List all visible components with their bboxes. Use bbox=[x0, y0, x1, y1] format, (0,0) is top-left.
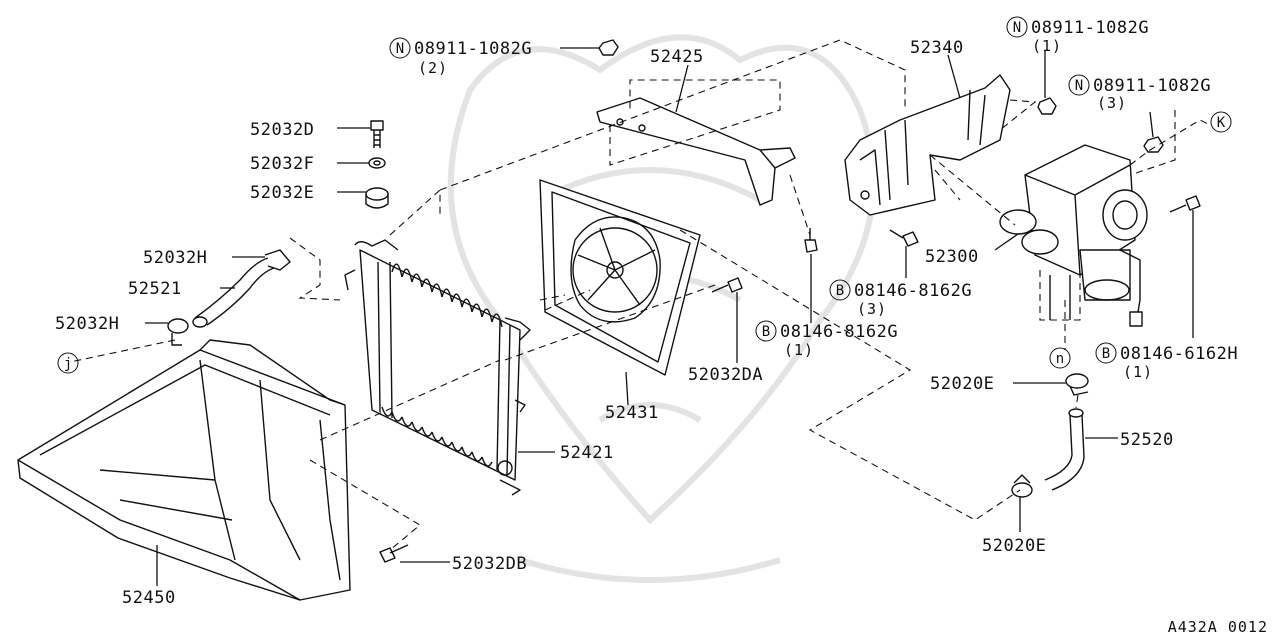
condenser-fin bbox=[401, 416, 413, 427]
ref-k: K bbox=[1210, 111, 1232, 133]
condenser-fin bbox=[441, 436, 453, 447]
condenser-fin bbox=[471, 451, 483, 462]
label-52340: 52340 bbox=[910, 38, 964, 58]
condenser-fin bbox=[431, 431, 443, 442]
hose-52521 bbox=[192, 257, 275, 328]
clamp-52032H-bottom bbox=[167, 318, 189, 346]
nut-top-right bbox=[1037, 97, 1057, 115]
condenser-fin bbox=[481, 456, 493, 467]
condenser-fin bbox=[381, 406, 393, 417]
bolt-1-number: 08146-8162G bbox=[854, 281, 972, 301]
condenser-fin bbox=[431, 283, 443, 298]
relay-block-52300 bbox=[999, 144, 1148, 327]
callout-bolt-2: B 08146-8162G (1) bbox=[755, 320, 898, 359]
nut-1-qty: (2) bbox=[418, 59, 448, 77]
label-52032H-top: 52032H bbox=[143, 248, 207, 268]
condenser-fin bbox=[491, 313, 503, 328]
label-52521: 52521 bbox=[128, 279, 182, 299]
label-52032F: 52032F bbox=[250, 154, 314, 174]
label-52032D: 52032D bbox=[250, 120, 314, 140]
ref-j: j bbox=[57, 352, 79, 374]
callout-nut-1: N 08911-1082G (2) bbox=[389, 37, 532, 77]
condenser-fin bbox=[421, 278, 433, 293]
bolt-3-qty: (1) bbox=[1123, 363, 1153, 381]
callout-nut-2: N 08911-1082G (1) bbox=[1006, 16, 1149, 55]
clamp-52032H-top bbox=[264, 249, 291, 271]
condenser-fin bbox=[391, 411, 403, 422]
label-52520: 52520 bbox=[1120, 430, 1174, 450]
clamp-52020E-bottom bbox=[1011, 474, 1033, 498]
bracket-52340 bbox=[844, 74, 1011, 216]
bolt-52032DA bbox=[711, 277, 743, 293]
bolt-52032D bbox=[370, 120, 384, 148]
bolt-08146-6162H bbox=[1169, 195, 1201, 213]
assembly-dashed-lines bbox=[69, 39, 1211, 551]
bolt-1-prefix: B bbox=[836, 283, 844, 299]
condenser-fin bbox=[411, 421, 423, 432]
bolt-08146-8162G-3 bbox=[889, 229, 919, 247]
nut-3-number: 08911-1082G bbox=[1093, 76, 1211, 96]
label-52020E-bottom: 52020E bbox=[982, 536, 1046, 556]
washer-52032F bbox=[368, 157, 386, 169]
label-52032DB: 52032DB bbox=[452, 554, 527, 574]
ref-k-label: K bbox=[1217, 115, 1226, 131]
bolt-2-number: 08146-8162G bbox=[780, 322, 898, 342]
condenser-52421 bbox=[344, 239, 531, 496]
condenser-fin bbox=[461, 446, 473, 457]
condenser-fin bbox=[451, 293, 463, 308]
condenser-fin bbox=[421, 426, 433, 437]
nut-2-qty: (1) bbox=[1032, 37, 1062, 55]
condenser-fin bbox=[441, 288, 453, 303]
nut-1-number: 08911-1082G bbox=[414, 39, 532, 59]
diagram-code: A432A 0012 bbox=[1168, 618, 1268, 636]
condenser-fin bbox=[391, 263, 403, 278]
nut-1-prefix: N bbox=[396, 41, 404, 57]
condenser-fin bbox=[461, 298, 473, 313]
bracket-52425 bbox=[596, 97, 796, 206]
clamp-52020E-top bbox=[1065, 373, 1089, 396]
condenser-fin bbox=[401, 268, 413, 283]
nut-2-number: 08911-1082G bbox=[1031, 18, 1149, 38]
bolt-52032DB bbox=[379, 544, 409, 563]
bolt-08146-8162G-1 bbox=[804, 228, 818, 253]
label-52032DA: 52032DA bbox=[688, 365, 763, 385]
condenser-fin bbox=[411, 273, 423, 288]
bolt-2-prefix: B bbox=[762, 324, 770, 340]
bolt-1-qty: (3) bbox=[857, 300, 887, 318]
label-52300: 52300 bbox=[925, 247, 979, 267]
callout-bolt-1: B 08146-8162G (3) bbox=[829, 279, 972, 318]
fan-assembly-52431 bbox=[539, 179, 701, 376]
label-52020E-top: 52020E bbox=[930, 374, 994, 394]
condenser-fin bbox=[471, 303, 483, 318]
ref-n: n bbox=[1049, 347, 1071, 369]
ref-j-label: j bbox=[64, 356, 72, 372]
condenser-fin bbox=[481, 308, 493, 323]
condenser-fin bbox=[451, 441, 463, 452]
bolt-3-prefix: B bbox=[1102, 346, 1110, 362]
label-52032H-bottom: 52032H bbox=[55, 314, 119, 334]
bolt-3-number: 08146-6162H bbox=[1120, 344, 1238, 364]
air-duct-52450 bbox=[17, 339, 351, 601]
label-52431: 52431 bbox=[605, 403, 659, 423]
callout-nut-3: N 08911-1082G (3) bbox=[1068, 74, 1211, 112]
nut-3-prefix: N bbox=[1075, 78, 1083, 94]
callout-bolt-3: B 08146-6162H (1) bbox=[1095, 342, 1238, 381]
leader-lines bbox=[145, 47, 1194, 586]
bolt-2-qty: (1) bbox=[784, 341, 814, 359]
label-52032E: 52032E bbox=[250, 183, 314, 203]
label-52425: 52425 bbox=[650, 47, 704, 67]
hose-52520 bbox=[1044, 408, 1085, 491]
ref-n-label: n bbox=[1056, 351, 1064, 367]
nut-2-prefix: N bbox=[1013, 20, 1021, 36]
nut-3-qty: (3) bbox=[1097, 94, 1127, 112]
label-52450: 52450 bbox=[122, 588, 176, 608]
label-52421: 52421 bbox=[560, 443, 614, 463]
nut-top-left bbox=[598, 39, 619, 56]
nut-right bbox=[1143, 136, 1164, 153]
grommet-52032E bbox=[365, 187, 389, 209]
